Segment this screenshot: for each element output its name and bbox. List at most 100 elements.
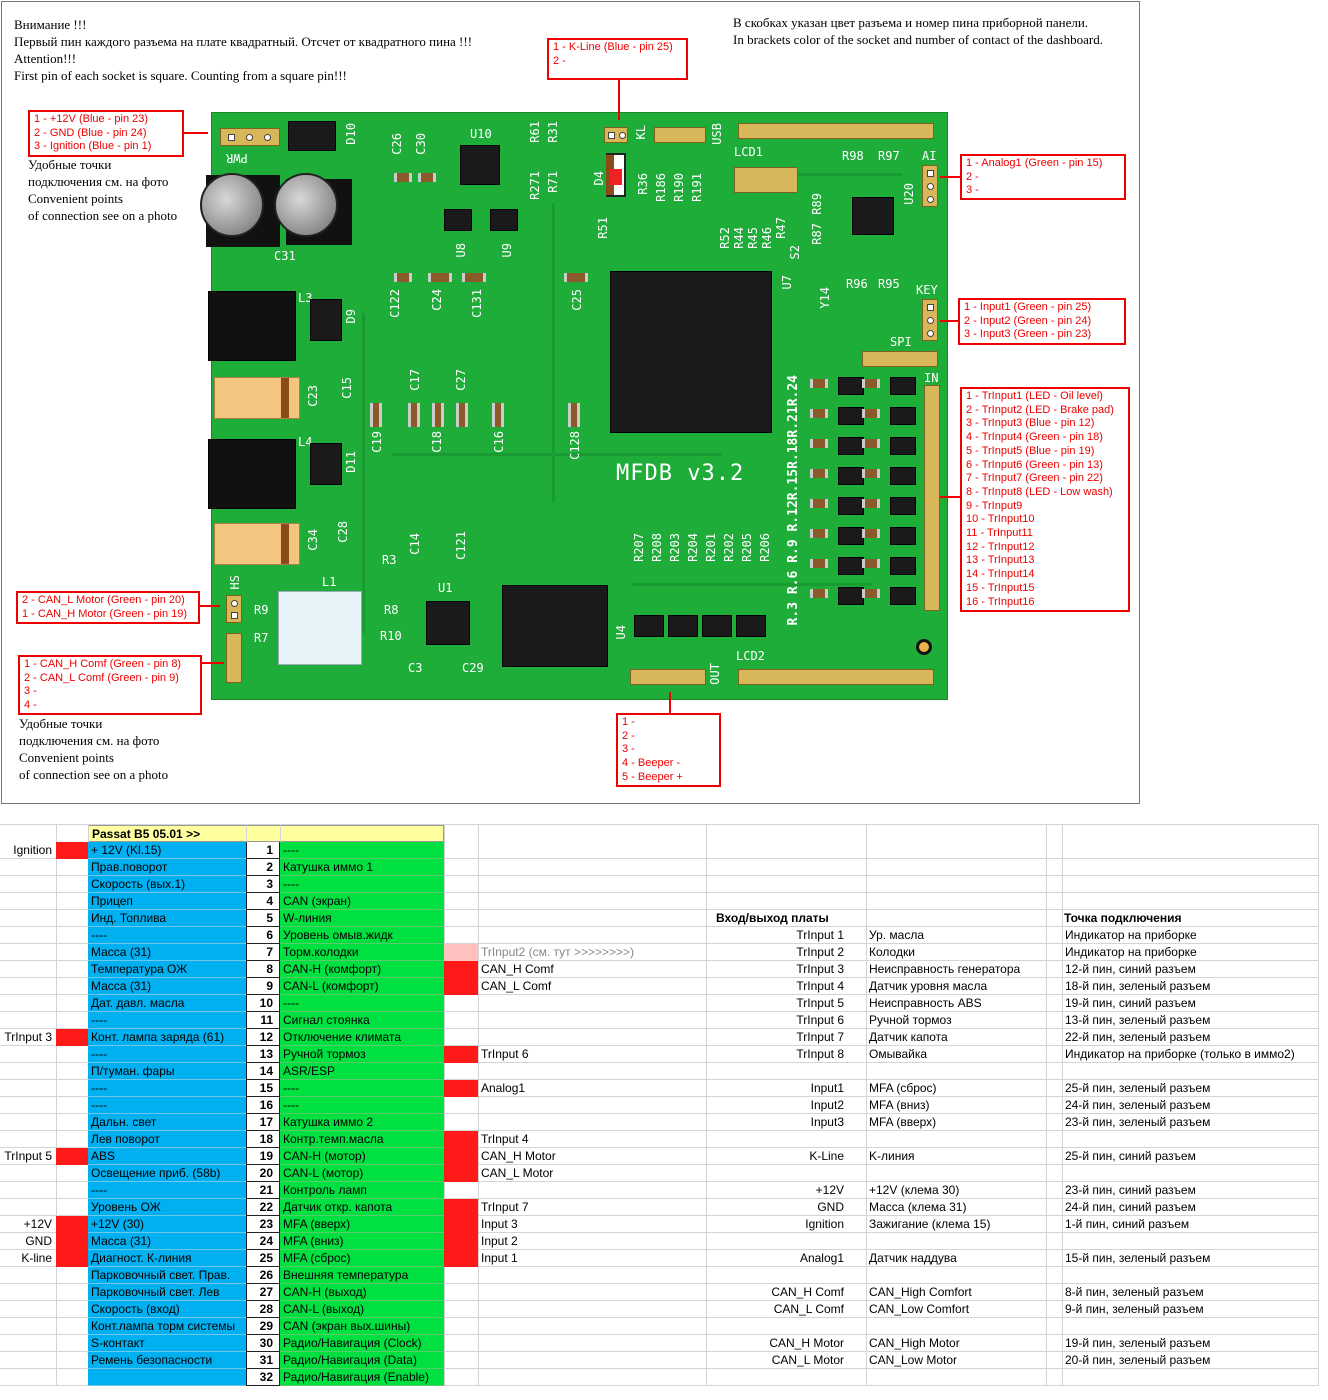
row-left-label[interactable]: [0, 876, 56, 893]
row-left-label[interactable]: [0, 1131, 56, 1148]
board-io-label[interactable]: Input 2: [481, 1234, 518, 1248]
board-io-label[interactable]: [478, 1318, 706, 1335]
connection-point[interactable]: Индикатор на приборке: [1065, 928, 1197, 942]
green-connector-pin[interactable]: ----: [280, 842, 444, 859]
blue-connector-pin[interactable]: ----: [88, 1097, 246, 1114]
blue-connector-pin[interactable]: Скорость (вход): [88, 1301, 246, 1318]
board-io-name[interactable]: [706, 1063, 848, 1080]
function-name[interactable]: MFA (вниз): [869, 1098, 930, 1112]
function-name[interactable]: Датчик уровня масла: [869, 979, 988, 993]
blue-connector-pin[interactable]: Прав.поворот: [88, 859, 246, 876]
board-io-name[interactable]: TrInput 2: [796, 945, 844, 959]
green-connector-pin[interactable]: ----: [280, 995, 444, 1012]
board-io-name[interactable]: CAN_H Motor: [769, 1336, 844, 1350]
board-io-label[interactable]: Input 3: [481, 1217, 518, 1231]
green-connector-pin[interactable]: MFA (вверх): [280, 1216, 444, 1233]
row-left-label[interactable]: [0, 893, 56, 910]
blue-connector-pin[interactable]: Парковочный свет. Лев: [88, 1284, 246, 1301]
pin-number[interactable]: 14: [246, 1063, 280, 1080]
pin-number[interactable]: 10: [246, 995, 280, 1012]
row-left-label[interactable]: [0, 995, 56, 1012]
green-connector-pin[interactable]: Контроль ламп: [280, 1182, 444, 1199]
connection-point[interactable]: [1062, 1318, 1318, 1335]
blue-connector-pin[interactable]: Диагност. К-линия: [88, 1250, 246, 1267]
pin-number[interactable]: 16: [246, 1097, 280, 1114]
green-connector-pin[interactable]: CAN-L (мотор): [280, 1165, 444, 1182]
pin-number[interactable]: 11: [246, 1012, 280, 1029]
blue-connector-pin[interactable]: ----: [88, 1012, 246, 1029]
function-name[interactable]: CAN_Low Comfort: [869, 1302, 970, 1316]
row-left-label[interactable]: [0, 1012, 56, 1029]
board-io-name[interactable]: [706, 842, 848, 859]
function-name[interactable]: MFA (вверх): [869, 1115, 937, 1129]
connection-point[interactable]: [1062, 1267, 1318, 1284]
pin-number[interactable]: 26: [246, 1267, 280, 1284]
function-name[interactable]: [866, 876, 1046, 893]
green-connector-pin[interactable]: CAN-H (выход): [280, 1284, 444, 1301]
pin-number[interactable]: 27: [246, 1284, 280, 1301]
pin-number[interactable]: 23: [246, 1216, 280, 1233]
green-connector-pin[interactable]: Торм.колодки: [280, 944, 444, 961]
board-io-name[interactable]: CAN_H Comf: [771, 1285, 844, 1299]
board-io-name[interactable]: [706, 1267, 848, 1284]
green-connector-pin[interactable]: Радио/Навигация (Data): [280, 1352, 444, 1369]
function-name[interactable]: Датчик наддува: [869, 1251, 957, 1265]
board-io-label[interactable]: [478, 995, 706, 1012]
board-io-label[interactable]: [478, 1063, 706, 1080]
board-io-label[interactable]: TrInput 4: [481, 1132, 529, 1146]
connection-point[interactable]: 19-й пин, зеленый разъем: [1065, 1336, 1211, 1350]
green-connector-pin[interactable]: ----: [280, 1080, 444, 1097]
board-io-name[interactable]: CAN_L Motor: [771, 1353, 844, 1367]
blue-connector-pin[interactable]: Уровень ОЖ: [88, 1199, 246, 1216]
connection-point[interactable]: [1062, 1063, 1318, 1080]
row-left-label[interactable]: [0, 1080, 56, 1097]
board-io-name[interactable]: [706, 893, 848, 910]
blue-connector-pin[interactable]: П/туман. фары: [88, 1063, 246, 1080]
board-io-label[interactable]: [478, 910, 706, 927]
function-name[interactable]: MFA (сброс): [869, 1081, 937, 1095]
blue-connector-pin[interactable]: Освещение приб. (58b): [88, 1165, 246, 1182]
connection-point[interactable]: [1062, 859, 1318, 876]
function-name[interactable]: Неисправность генератора: [869, 962, 1021, 976]
connection-point[interactable]: [1062, 1165, 1318, 1182]
function-name[interactable]: +12V (клема 30): [869, 1183, 960, 1197]
blue-connector-pin[interactable]: [88, 1369, 246, 1386]
board-io-label[interactable]: [478, 1352, 706, 1369]
function-name[interactable]: [866, 893, 1046, 910]
pin-number[interactable]: 18: [246, 1131, 280, 1148]
pin-number[interactable]: 9: [246, 978, 280, 995]
board-io-label[interactable]: [478, 859, 706, 876]
function-name[interactable]: [866, 1369, 1046, 1386]
green-connector-pin[interactable]: CAN-H (мотор): [280, 1148, 444, 1165]
green-connector-pin[interactable]: Датчик откр. капота: [280, 1199, 444, 1216]
board-io-label[interactable]: Input 1: [481, 1251, 518, 1265]
connection-point[interactable]: [1062, 876, 1318, 893]
green-connector-pin[interactable]: Сигнал стоянка: [280, 1012, 444, 1029]
connection-point[interactable]: 15-й пин, зеленый разъем: [1065, 1251, 1211, 1265]
connection-point[interactable]: [1062, 1131, 1318, 1148]
function-name[interactable]: CAN_High Motor: [869, 1336, 960, 1350]
connection-point-column-header[interactable]: Точка подключения: [1064, 911, 1182, 925]
row-left-label[interactable]: [0, 1165, 56, 1182]
function-name[interactable]: Неисправность ABS: [869, 996, 982, 1010]
row-left-label[interactable]: [0, 927, 56, 944]
green-connector-pin[interactable]: CAN-L (комфорт): [280, 978, 444, 995]
function-name[interactable]: [866, 1267, 1046, 1284]
pin-number[interactable]: 19: [246, 1148, 280, 1165]
blue-connector-pin[interactable]: Конт.лампа торм системы: [88, 1318, 246, 1335]
row-left-label[interactable]: [0, 1352, 56, 1369]
row-left-label[interactable]: K-line: [21, 1251, 52, 1265]
connection-point[interactable]: 19-й пин, синий разъем: [1065, 996, 1196, 1010]
board-io-name[interactable]: +12V: [815, 1183, 844, 1197]
row-left-label[interactable]: [0, 1335, 56, 1352]
board-io-name[interactable]: Ignition: [805, 1217, 844, 1231]
function-name[interactable]: Ручной тормоз: [869, 1013, 952, 1027]
function-name[interactable]: [866, 1165, 1046, 1182]
green-connector-pin[interactable]: ----: [280, 876, 444, 893]
board-io-name[interactable]: [706, 859, 848, 876]
blue-connector-pin[interactable]: S-контакт: [88, 1335, 246, 1352]
connection-point[interactable]: [1062, 1233, 1318, 1250]
pin-number[interactable]: 25: [246, 1250, 280, 1267]
blue-connector-pin[interactable]: ----: [88, 1080, 246, 1097]
board-io-name[interactable]: Analog1: [799, 1251, 844, 1265]
